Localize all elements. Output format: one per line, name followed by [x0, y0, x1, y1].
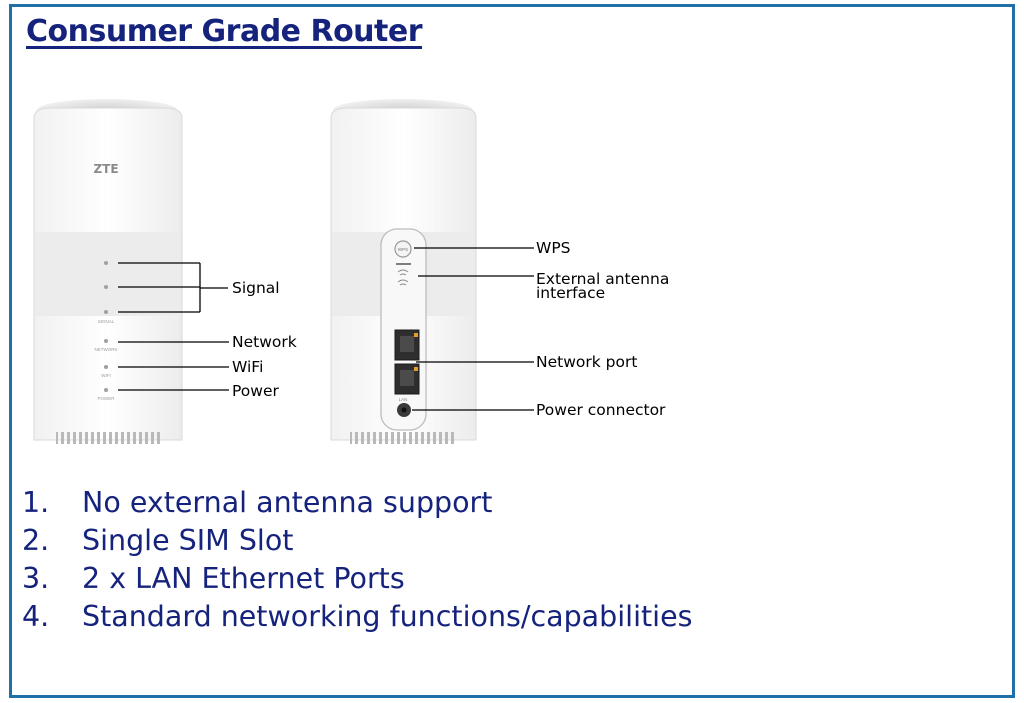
signal-led-1 [104, 261, 108, 265]
front-vent [56, 432, 160, 444]
callout-wifi: WiFi [232, 358, 263, 376]
list-item-text: Standard networking functions/capabiliti… [82, 600, 693, 633]
list-item-text: No external antenna support [82, 486, 493, 519]
lan-port-label: LAN [399, 397, 408, 402]
back-callout-lines [412, 247, 534, 411]
front-band [35, 232, 181, 316]
lan-port-1-led [414, 333, 418, 337]
power-led [104, 388, 108, 392]
list-item-text: 2 x LAN Ethernet Ports [82, 562, 405, 595]
network-led [104, 339, 108, 343]
callout-external-antenna-line-1: External antenna [536, 270, 669, 288]
callout-external-antenna-line-2: interface [536, 284, 605, 302]
led-label-wifi: WIFI [101, 373, 111, 378]
page-title: Consumer Grade Router [26, 14, 423, 49]
list-item: 2. Single SIM Slot [22, 522, 692, 560]
back-vent [350, 432, 456, 444]
list-item-number: 1. [22, 486, 50, 519]
signal-led-2 [104, 285, 108, 289]
led-label-network: NETWORK [95, 347, 118, 352]
brand-logo: ZTE [93, 162, 118, 176]
callout-wps: WPS [536, 239, 571, 257]
slide-frame [9, 4, 1015, 698]
list-item: 3. 2 x LAN Ethernet Ports [22, 560, 692, 598]
lan-port-2-socket [400, 370, 414, 386]
led-label-signal: SIGNAL [98, 319, 115, 324]
lan-port-2-led [414, 367, 418, 371]
list-item-number: 2. [22, 524, 50, 557]
feature-list: 1. No external antenna support 2. Single S… [22, 484, 692, 636]
power-connector-pin [401, 407, 407, 413]
external-antenna-ports [397, 269, 409, 286]
list-item-text: Single SIM Slot [82, 524, 294, 557]
list-item: 1. No external antenna support [22, 484, 692, 522]
wps-button-label: WPS [398, 247, 408, 252]
wifi-led [104, 365, 108, 369]
led-label-power: POWER [97, 396, 115, 401]
callout-power: Power [232, 382, 279, 400]
front-callout-lines [118, 262, 229, 391]
callout-external-antenna-interface: External antenna [536, 270, 669, 288]
signal-led-3 [104, 310, 108, 314]
callout-network: Network [232, 333, 297, 351]
list-item: 4. Standard networking functions/capabili… [22, 598, 692, 636]
callout-power-connector: Power connector [536, 401, 666, 419]
list-item-number: 4. [22, 600, 50, 633]
front-router: ZTE SIGNAL NETWORK WIFI POWER [33, 99, 183, 444]
callout-signal: Signal [232, 279, 280, 297]
lan-port-1-socket [400, 336, 414, 352]
callout-network-port: Network port [536, 353, 637, 371]
list-item-number: 3. [22, 562, 50, 595]
back-router: WPS LAN [330, 99, 477, 444]
wps-button [394, 240, 412, 258]
